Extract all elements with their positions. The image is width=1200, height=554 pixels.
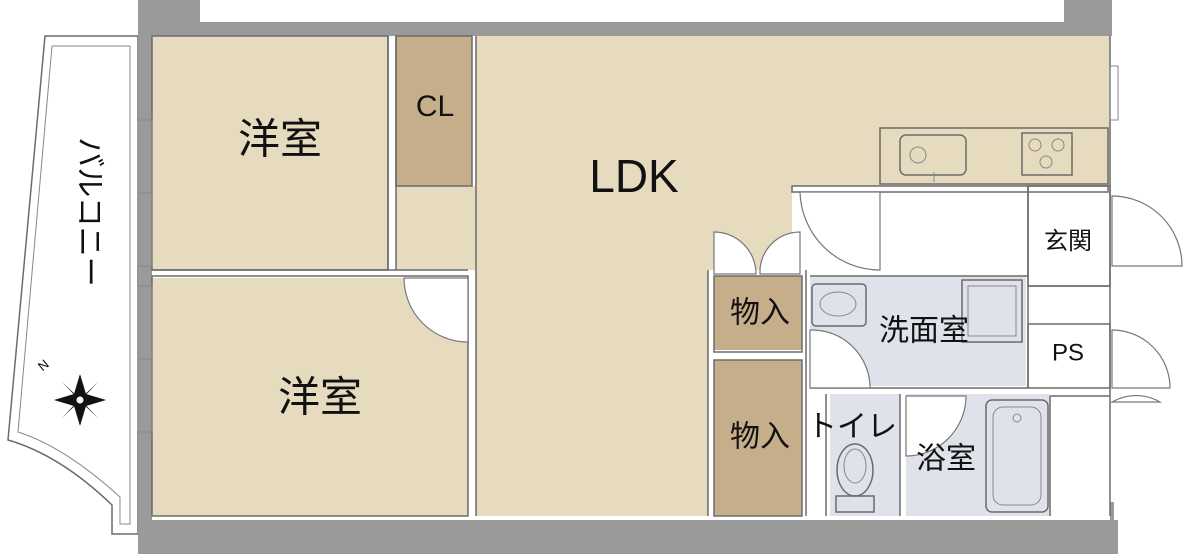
room-label-storage-1: 物入: [730, 296, 790, 331]
bathtub-icon: [985, 399, 1049, 513]
balcony: バルコニー: [7, 35, 139, 535]
toilet-icon: [835, 443, 875, 513]
balcony-label: バルコニー: [72, 137, 107, 286]
room-label-storage-2: 物入: [730, 420, 790, 455]
room-label-closet: CL: [416, 90, 454, 123]
room-label-toilet: トイレ: [807, 410, 897, 445]
room-label-ldk: LDK: [589, 150, 679, 202]
room-label-bathroom: 浴室: [916, 442, 976, 477]
washing-machine-icon: [961, 279, 1023, 343]
fixtures: [811, 279, 1049, 513]
room-label-entrance: 玄関: [1044, 227, 1092, 255]
room-label-washroom: 洗面室: [879, 314, 969, 349]
floor-areas: [152, 36, 1110, 516]
compass-north-label: N: [35, 356, 52, 374]
compass-icon: N: [35, 356, 106, 426]
kitchen-counter: [791, 127, 1109, 193]
windows: [137, 65, 1119, 433]
room-label-western-room-1: 洋室: [238, 115, 322, 164]
room-labels: 洋室 洋室 CL LDK 物入 物入 洗面室 トイレ 浴室 玄関 PS: [238, 90, 1092, 477]
room-label-pipe-space: PS: [1052, 339, 1084, 366]
washbasin-icon: [811, 283, 867, 327]
room-label-western-room-2: 洋室: [278, 373, 362, 422]
doors: [403, 191, 1183, 457]
